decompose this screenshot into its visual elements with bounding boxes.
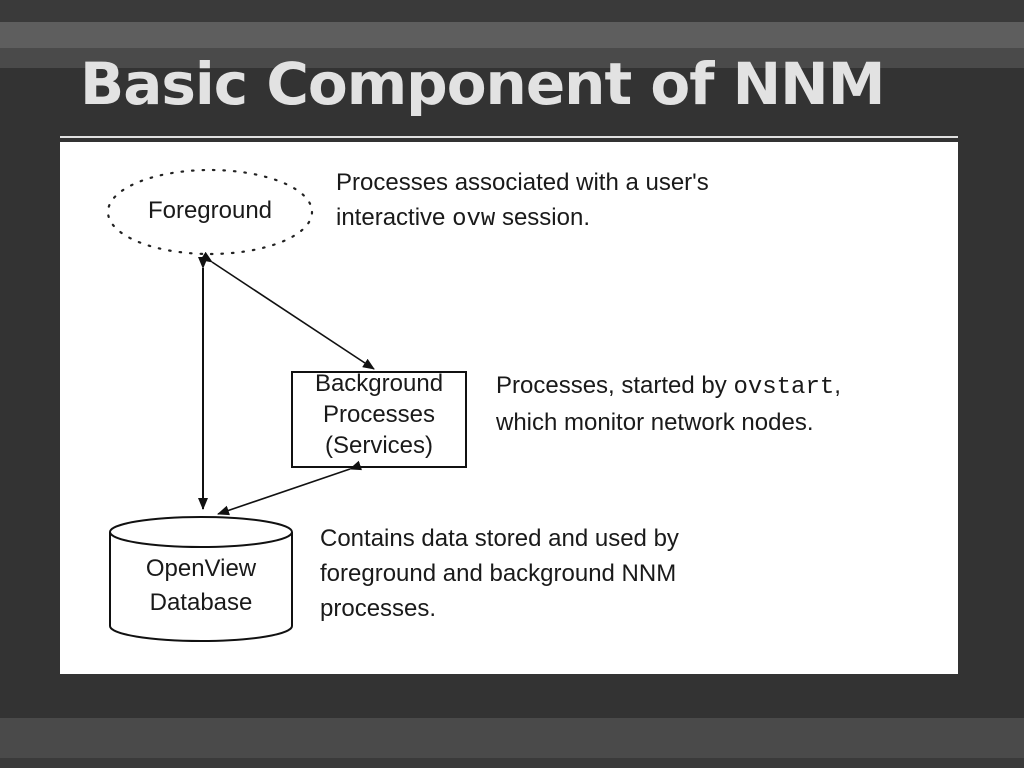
- description-line: interactive ovw session.: [336, 201, 709, 238]
- description-line: processes.: [320, 594, 437, 622]
- arrow-foreground-background: [200, 251, 375, 370]
- background-process-box: [291, 371, 467, 468]
- description-text: ,: [834, 372, 841, 399]
- database-description: Contains data stored and used by foregro…: [320, 522, 679, 626]
- database-label: OpenView Database: [110, 552, 292, 620]
- command-name: ovstart: [733, 374, 835, 401]
- description-text: Processes, started by: [496, 372, 734, 399]
- background-label: Background Processes (Services): [292, 368, 466, 461]
- foreground-description: Processes associated with a user's inter…: [336, 166, 709, 238]
- top-band-light: [0, 22, 1024, 48]
- arrow-background-database: [217, 460, 363, 516]
- diagram-panel: Foreground Background Processes (Service…: [60, 142, 958, 674]
- diagram-canvas: [106, 168, 467, 642]
- foreground-label: Foreground: [147, 197, 273, 224]
- title-divider: [60, 136, 958, 138]
- description-line: Contains data stored and used by: [320, 525, 679, 552]
- background-description: Processes, started by ovstart, which mon…: [496, 369, 841, 441]
- background-label-line: Processes: [322, 401, 436, 428]
- background-label-line: (Services): [324, 432, 433, 459]
- database-label-line: Database: [149, 589, 253, 616]
- top-band-dark: [0, 0, 1024, 22]
- database-label-line: OpenView: [145, 555, 257, 582]
- database-cylinder: [109, 516, 293, 642]
- top-band-mid: [0, 48, 1024, 68]
- description-line: foreground and background NNM: [320, 559, 677, 587]
- background-label-line: Background: [314, 370, 444, 397]
- bottom-band-dark: [0, 758, 1024, 768]
- slide-title: Basic Component of NNM: [80, 50, 885, 118]
- description-line: Processes, started by ovstart,: [496, 369, 841, 406]
- command-name: ovw: [452, 205, 496, 233]
- description-text: session.: [495, 203, 590, 231]
- description-text: interactive: [336, 203, 453, 231]
- description-line: Processes associated with a user's: [336, 169, 709, 196]
- bottom-band-light: [0, 718, 1024, 758]
- description-line: which monitor network nodes.: [496, 408, 814, 436]
